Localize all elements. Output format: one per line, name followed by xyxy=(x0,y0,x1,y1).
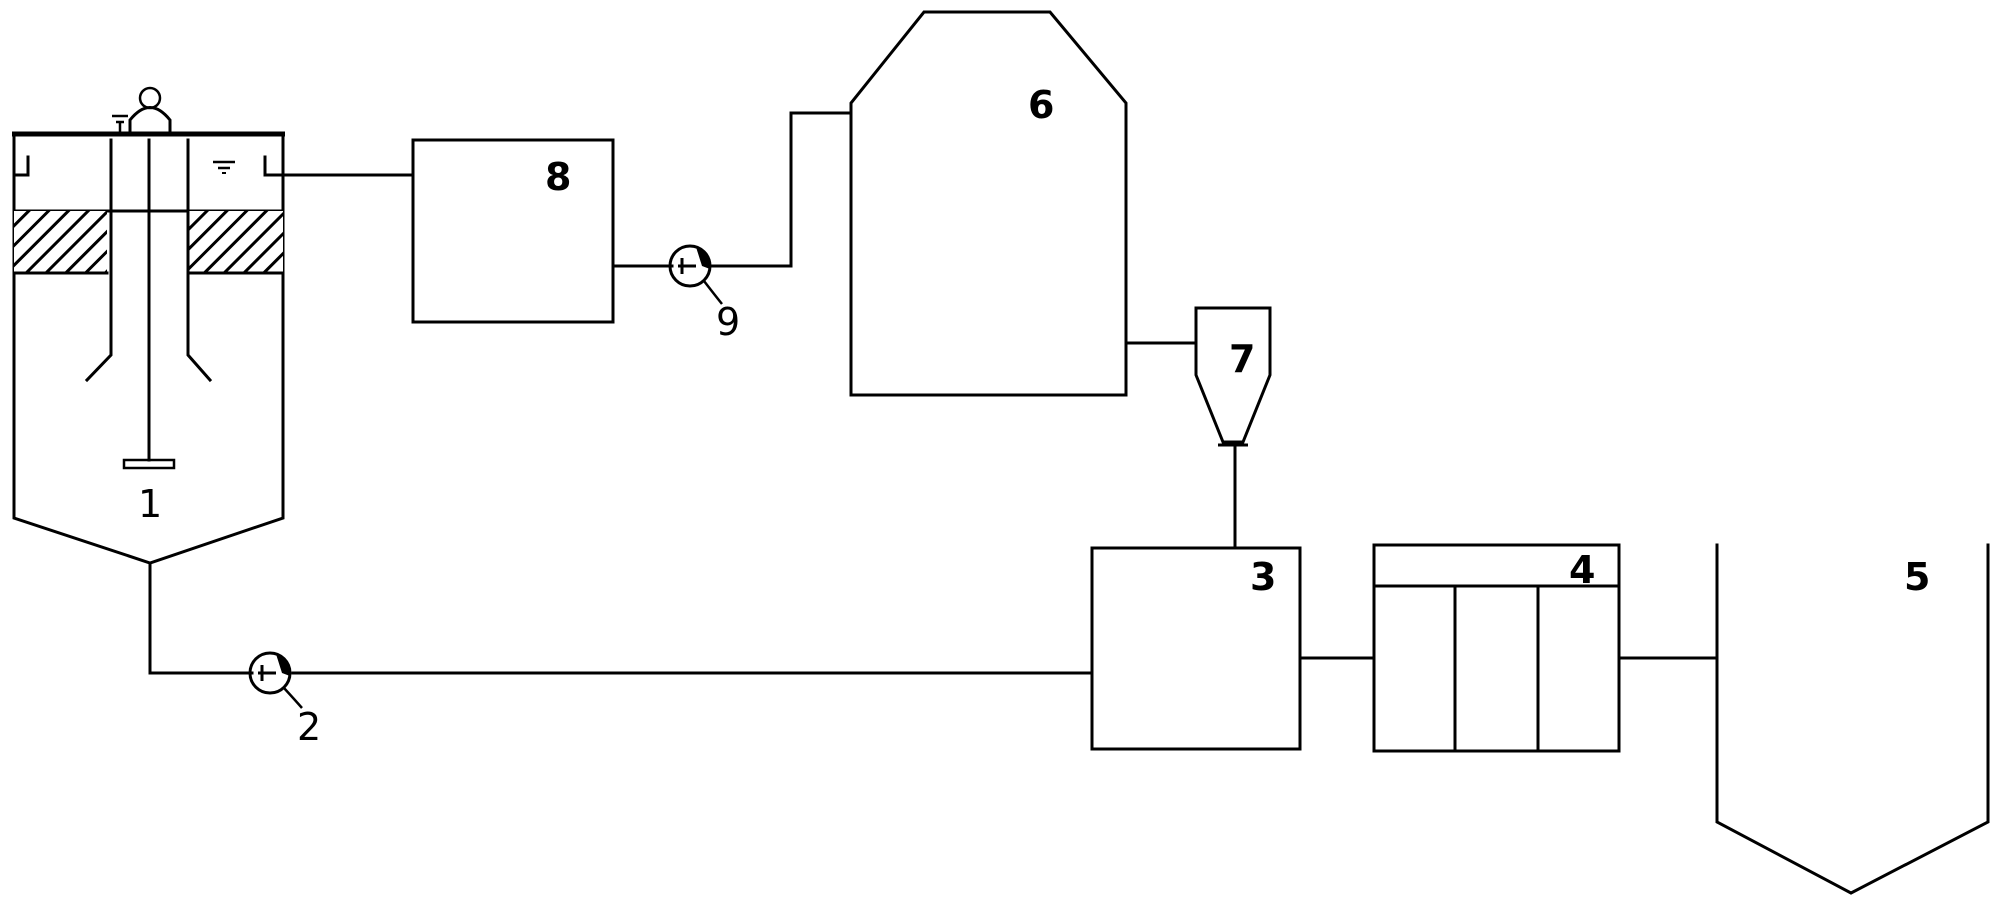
motor-icon xyxy=(112,86,172,136)
water-level-icon xyxy=(213,160,235,174)
label-7: 7 xyxy=(1229,337,1255,381)
label-2: 2 xyxy=(297,705,321,749)
label-1: 1 xyxy=(138,482,162,526)
label-6: 6 xyxy=(1028,83,1054,127)
packing-bed-right xyxy=(188,211,283,273)
pump-2: 2 xyxy=(148,561,1092,749)
storage-tank-5: 5 xyxy=(1715,543,1990,895)
stirrer-impeller xyxy=(122,458,176,470)
cyclone-7: 7 xyxy=(1194,306,1272,447)
packing-bed-left xyxy=(14,211,107,273)
tank-3: 3 xyxy=(1090,546,1302,751)
filter-unit-4: 4 xyxy=(1372,543,1621,753)
dryer-6: 6 xyxy=(849,10,1128,397)
label-4: 4 xyxy=(1569,548,1595,592)
label-9: 9 xyxy=(716,300,740,344)
unit-8: 8 xyxy=(411,138,615,324)
reactor-1: 1 xyxy=(12,86,285,565)
label-5: 5 xyxy=(1904,555,1930,599)
pump-9: 9 xyxy=(611,111,852,344)
label-3: 3 xyxy=(1250,555,1276,599)
label-8: 8 xyxy=(545,155,571,199)
